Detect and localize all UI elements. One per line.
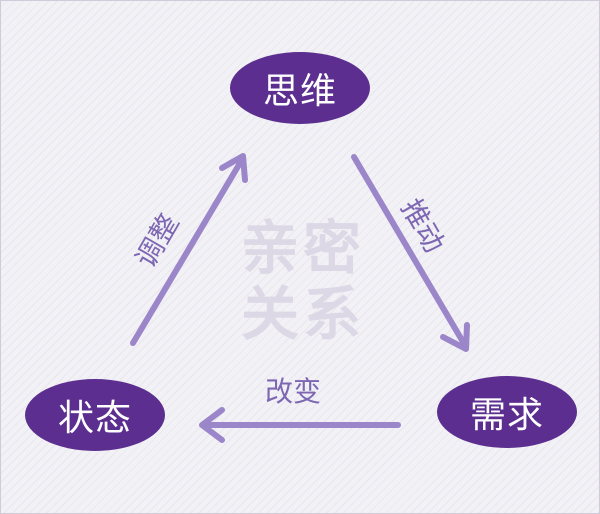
watermark: 亲密 关系: [228, 215, 378, 347]
arrow-left-to-top: [130, 153, 248, 346]
edge-label-change: 改变: [265, 375, 322, 408]
watermark-line-1: 亲密: [240, 214, 365, 282]
arrow-top-to-right: [351, 154, 470, 352]
watermark-line-2: 关系: [240, 280, 365, 348]
arrow-right-to-left: [199, 407, 401, 443]
node-thinking: 思维: [230, 52, 370, 124]
node-state: 状态: [25, 379, 165, 451]
node-needs: 需求: [437, 376, 577, 448]
